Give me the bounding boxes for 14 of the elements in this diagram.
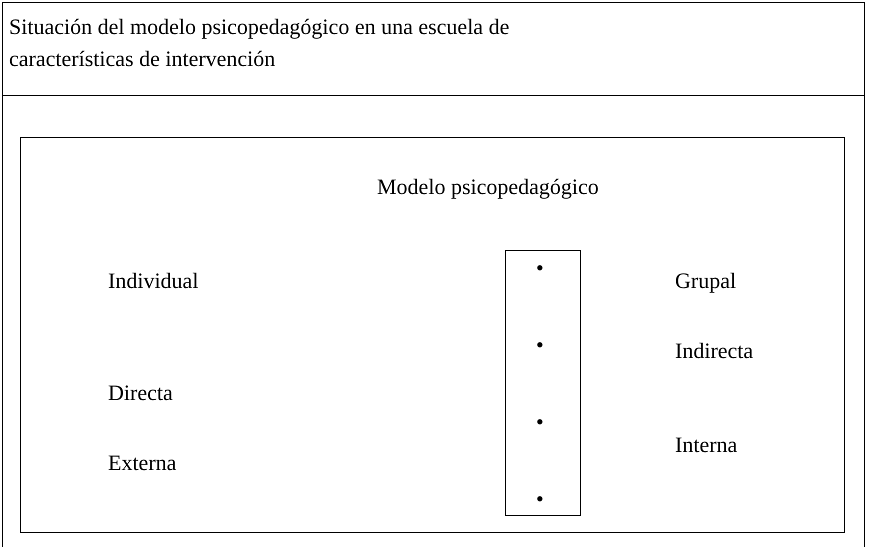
label-text: Grupal [675, 268, 736, 294]
bullet: • [536, 486, 544, 512]
bullet: • [536, 409, 544, 435]
label-text: Directa [108, 380, 173, 406]
label-text: Individual [108, 268, 198, 294]
bullet: • [536, 255, 544, 281]
label-text: Externa [108, 450, 176, 476]
bullet-column-box [505, 250, 581, 516]
title-text: Situación del modelo psicopedagógico en una escuela de características de intervención [9, 13, 510, 73]
inner-box [20, 137, 845, 533]
label-text: Interna [675, 432, 738, 458]
heading-text: Modelo psicopedagógico [377, 174, 599, 200]
bullet: • [536, 332, 544, 358]
label-text: Indirecta [675, 338, 754, 364]
